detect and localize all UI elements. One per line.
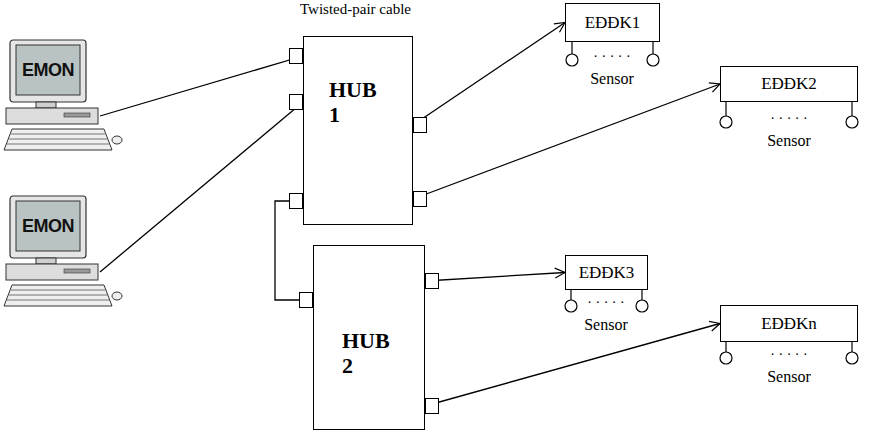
sensor-label: Sensor	[767, 368, 811, 386]
hub-port	[425, 398, 439, 414]
cable-line	[413, 23, 565, 126]
sensor-symbol	[720, 102, 858, 128]
hub-port	[413, 117, 427, 133]
computer-illustration	[4, 40, 122, 150]
node-text: HUB 2	[342, 328, 398, 379]
sensor-symbol	[566, 42, 659, 66]
cable-label: Twisted-pair cable	[300, 1, 411, 18]
controller-box: EĐĐKn	[720, 305, 858, 342]
hub-port	[289, 48, 303, 64]
cable-line	[413, 84, 720, 199]
cable-line	[100, 102, 303, 272]
controller-box: EĐĐK3	[565, 255, 648, 290]
sensor-label: Sensor	[590, 70, 634, 88]
node-text: EMON	[16, 45, 80, 95]
hub-port	[299, 292, 313, 308]
node-text: EĐĐK2	[761, 74, 817, 94]
dots: · · · · ·	[593, 49, 630, 64]
dots: · · · · ·	[770, 347, 807, 362]
cable-line	[425, 273, 565, 282]
hub-box: HUB 2	[313, 245, 425, 430]
computer-screen: EMON	[4, 40, 100, 156]
node-text: HUB 1	[329, 77, 385, 128]
sensor-label: Sensor	[584, 316, 628, 334]
node-text: EĐĐK3	[579, 263, 635, 283]
node-text: EMON	[16, 201, 80, 251]
dots: · · · · ·	[587, 295, 624, 310]
node-text: EĐĐK1	[585, 13, 641, 33]
hub-port	[425, 273, 439, 289]
sensor-label: Sensor	[767, 132, 811, 150]
hub-port	[289, 193, 303, 209]
node-text: EĐĐKn	[761, 314, 817, 334]
controller-box: EĐĐK1	[565, 3, 660, 42]
hub-port	[289, 94, 303, 110]
hub-box: HUB 1	[303, 36, 413, 225]
controller-box: EĐĐK2	[720, 66, 858, 102]
dots: · · · · ·	[770, 111, 807, 126]
sensor-symbol	[565, 290, 648, 312]
cable-line	[425, 324, 720, 407]
computer-illustration	[4, 196, 122, 306]
computer-screen: EMON	[4, 196, 100, 312]
hub-port	[413, 191, 427, 207]
sensor-symbol	[720, 342, 858, 364]
cable-line	[100, 56, 303, 116]
